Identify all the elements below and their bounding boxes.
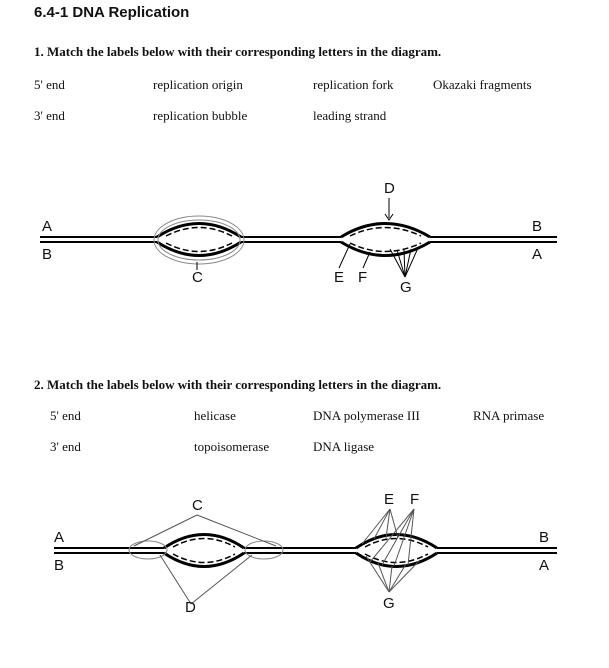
diagram1-label: G <box>400 279 412 296</box>
diagram2-label: F <box>410 491 419 508</box>
diagram1-label: E <box>334 269 344 286</box>
q2-term: 5' end <box>50 408 81 424</box>
diagram2-label: B <box>54 557 64 574</box>
diagram1-label: F <box>358 269 367 286</box>
q2-term: 3' end <box>50 439 81 455</box>
q2-term: helicase <box>194 408 236 424</box>
diagram2-label: A <box>54 529 64 546</box>
diagram2-label: E <box>384 491 394 508</box>
q1-term: 5' end <box>34 77 65 93</box>
diagram1-label: B <box>42 246 52 263</box>
question-2-prompt: 2. Match the labels below with their cor… <box>34 377 441 393</box>
q1-term: replication fork <box>313 77 394 93</box>
diagram2-label: A <box>539 557 549 574</box>
diagram1-label: D <box>384 180 395 197</box>
q2-term: RNA primase <box>473 408 544 424</box>
q1-term: replication bubble <box>153 108 247 124</box>
q1-term: leading strand <box>313 108 386 124</box>
diagram1-label: C <box>192 269 203 286</box>
diagram1-label: A <box>532 246 542 263</box>
page-title: 6.4-1 DNA Replication <box>34 4 189 21</box>
q2-term: topoisomerase <box>194 439 269 455</box>
diagram2-label: D <box>185 599 196 616</box>
diagram1-label: B <box>532 218 542 235</box>
diagram2-label: G <box>383 595 395 612</box>
diagram2-label: C <box>192 497 203 514</box>
question-1-prompt: 1. Match the labels below with their cor… <box>34 44 441 60</box>
q1-term: Okazaki fragments <box>433 77 532 93</box>
diagram1-label: A <box>42 218 52 235</box>
q2-term: DNA polymerase III <box>313 408 420 424</box>
q1-term: replication origin <box>153 77 243 93</box>
q2-term: DNA ligase <box>313 439 374 455</box>
diagram2-label: B <box>539 529 549 546</box>
q1-term: 3' end <box>34 108 65 124</box>
